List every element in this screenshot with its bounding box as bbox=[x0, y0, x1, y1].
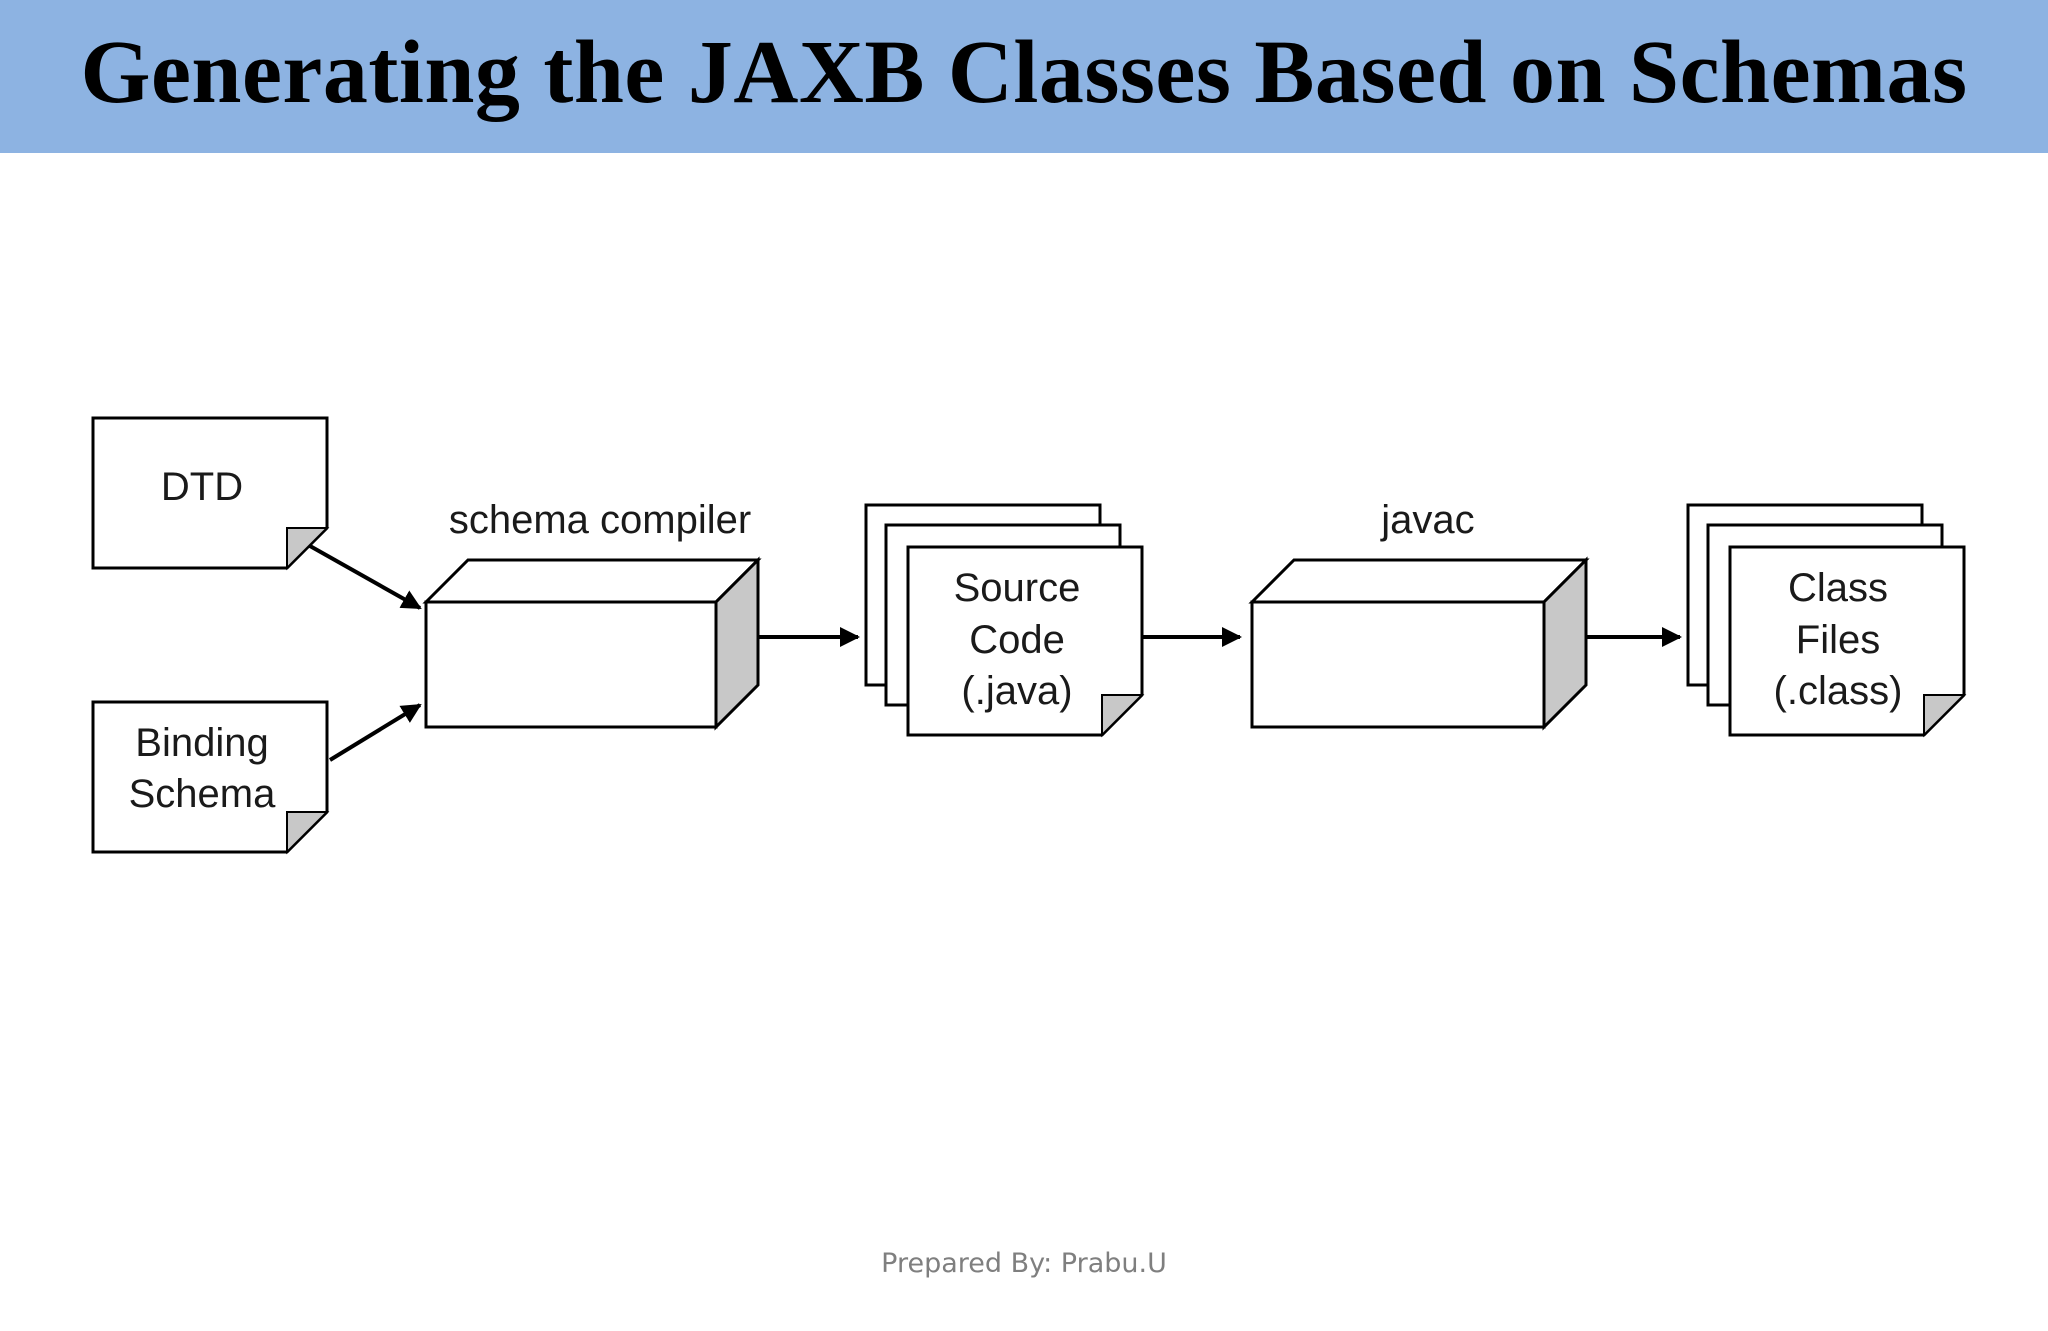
source-code-line1: Source bbox=[954, 566, 1081, 610]
binding-label-line2: Schema bbox=[129, 772, 276, 816]
dtd-label: DTD bbox=[161, 465, 243, 509]
javac-box bbox=[1248, 556, 1590, 731]
schema-compiler-label: schema compiler bbox=[449, 498, 751, 542]
source-code-line2: Code bbox=[969, 618, 1065, 662]
title-bar: Generating the JAXB Classes Based on Sch… bbox=[0, 0, 2048, 153]
source-code-line3: (.java) bbox=[961, 669, 1072, 713]
arrow-dtd-to-compiler bbox=[309, 544, 422, 610]
schema-compiler-box bbox=[422, 556, 762, 731]
source-code-documents: Source Code (.java) bbox=[864, 503, 1145, 738]
slide-title: Generating the JAXB Classes Based on Sch… bbox=[80, 23, 1968, 122]
class-files-line2: Files bbox=[1796, 618, 1880, 662]
class-files-documents: Class Files (.class) bbox=[1686, 503, 1967, 738]
class-files-line1: Class bbox=[1788, 566, 1888, 610]
footer-credit: Prepared By: Prabu.U bbox=[881, 1248, 1167, 1279]
dtd-document: DTD bbox=[91, 416, 330, 571]
class-files-line3: (.class) bbox=[1774, 669, 1903, 713]
binding-label-line1: Binding bbox=[135, 721, 268, 765]
arrow-binding-to-compiler bbox=[328, 703, 422, 762]
javac-label: javac bbox=[1380, 498, 1474, 542]
binding-schema-document: Binding Schema bbox=[91, 700, 330, 855]
